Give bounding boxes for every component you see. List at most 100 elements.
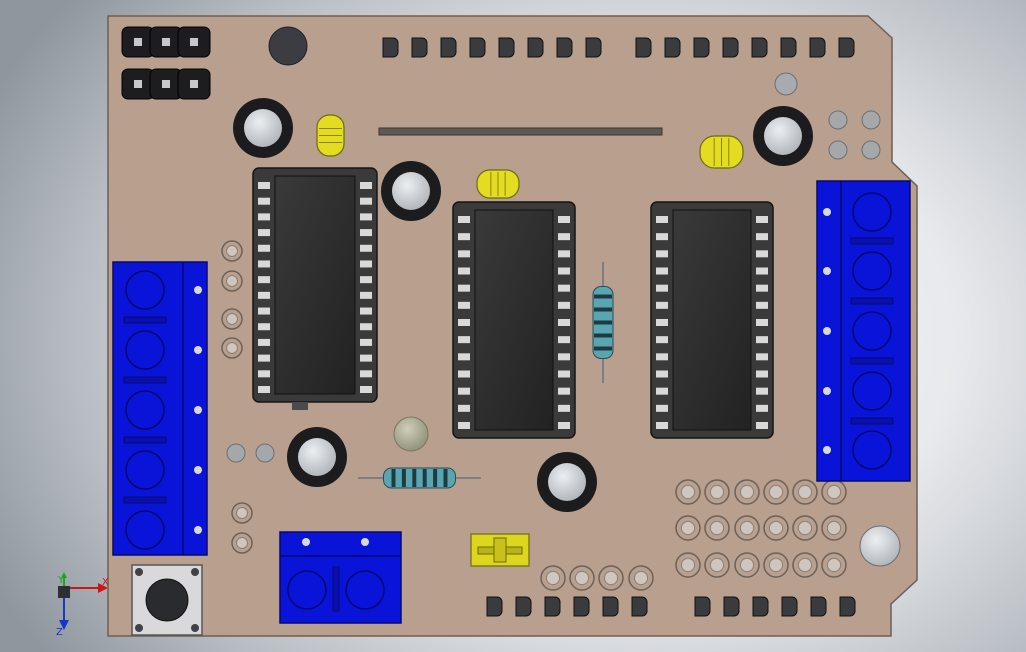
top-pad — [498, 37, 515, 58]
ic-pin — [258, 213, 270, 221]
via-ring — [704, 552, 730, 578]
terminal-screw — [852, 311, 892, 351]
ic-pin — [360, 182, 372, 189]
via-ring — [792, 515, 818, 541]
ic-pin — [360, 213, 372, 221]
terminal-screw — [125, 330, 165, 370]
resistor-band — [594, 294, 612, 299]
via-ring — [704, 479, 730, 505]
mount-hole — [548, 463, 586, 501]
resistor-band — [594, 307, 612, 312]
ic-pin — [756, 353, 768, 361]
via-ring — [763, 479, 789, 505]
ic-pin — [258, 244, 270, 252]
top-pad — [556, 37, 573, 58]
axis-x-label: X — [102, 577, 109, 588]
small-pad — [861, 110, 881, 130]
ic-pin — [360, 386, 372, 393]
ic-pin — [458, 250, 470, 258]
via — [236, 537, 248, 549]
silkscreen-slot — [378, 127, 663, 136]
via — [226, 245, 238, 257]
top-pad — [664, 37, 681, 58]
ic-pin — [258, 370, 270, 378]
terminal-separator — [123, 316, 167, 324]
ic-pin — [558, 370, 570, 378]
pin-header-group — [121, 26, 211, 100]
ic-pin — [258, 338, 270, 346]
via — [797, 520, 813, 536]
terminal-screw — [125, 510, 165, 550]
via — [826, 520, 842, 536]
via — [226, 313, 238, 325]
ic-notch — [292, 402, 308, 410]
top-pad — [809, 37, 826, 58]
resistor-band — [401, 469, 406, 487]
via-ring — [231, 502, 253, 524]
ic-pin — [458, 387, 470, 395]
ic-pin — [656, 284, 668, 292]
ic-pin — [360, 197, 372, 205]
ic-pin — [458, 301, 470, 309]
ic-pin — [656, 353, 668, 361]
via-ring — [675, 515, 701, 541]
small-mount-hole — [774, 72, 798, 96]
mount-hole — [298, 438, 336, 476]
ic-body — [474, 209, 554, 431]
ic-pin — [558, 353, 570, 361]
ic-pin — [360, 338, 372, 346]
ic-pin — [558, 216, 570, 223]
terminal-pin — [194, 286, 202, 294]
via — [574, 570, 590, 586]
terminal-screw — [125, 390, 165, 430]
axis-z-label: Z — [56, 627, 63, 636]
terminal-pin — [194, 346, 202, 354]
via — [826, 557, 842, 573]
ic-pin — [458, 353, 470, 361]
terminal-pin — [823, 446, 831, 454]
header-pin — [190, 80, 198, 88]
via-ring — [231, 532, 253, 554]
ic-pin — [258, 323, 270, 331]
terminal-separator — [123, 436, 167, 444]
push-button-icon[interactable] — [131, 564, 203, 636]
top-pad — [440, 37, 457, 58]
via-ring — [792, 552, 818, 578]
board-mount-hole — [859, 525, 901, 567]
ic-pin — [656, 319, 668, 326]
ic-pin — [656, 387, 668, 395]
bottom-pad — [544, 596, 561, 617]
bottom-pad — [781, 596, 798, 617]
bottom-pad — [573, 596, 590, 617]
small-pad — [861, 140, 881, 160]
ic-pin — [656, 216, 668, 223]
jumper-switch — [470, 533, 530, 567]
ic-pin — [258, 229, 270, 237]
bottom-pad — [515, 596, 532, 617]
resistor-band — [594, 346, 612, 351]
ic-pin — [360, 307, 372, 315]
mount-hole — [244, 109, 282, 147]
top-pad — [635, 37, 652, 58]
top-pad — [527, 37, 544, 58]
terminal-screw — [852, 192, 892, 232]
top-pad — [469, 37, 486, 58]
resistor-band — [422, 469, 427, 487]
ic-pin — [258, 182, 270, 189]
axis-triad-icon[interactable]: X Y Z — [52, 572, 116, 636]
ic-pin — [360, 323, 372, 331]
bottom-pad-row — [486, 596, 856, 617]
mount-hole — [764, 117, 802, 155]
top-pad — [751, 37, 768, 58]
resistor-group — [358, 262, 614, 489]
via-ring — [221, 240, 243, 262]
header-pin — [190, 38, 198, 46]
ic-pin — [756, 370, 768, 378]
via — [768, 484, 784, 500]
header-pin — [162, 80, 170, 88]
ic-pin — [558, 422, 570, 429]
ic-pin — [258, 307, 270, 315]
ic-pin — [756, 319, 768, 326]
ic-pin — [458, 336, 470, 344]
ic-pin — [756, 233, 768, 241]
